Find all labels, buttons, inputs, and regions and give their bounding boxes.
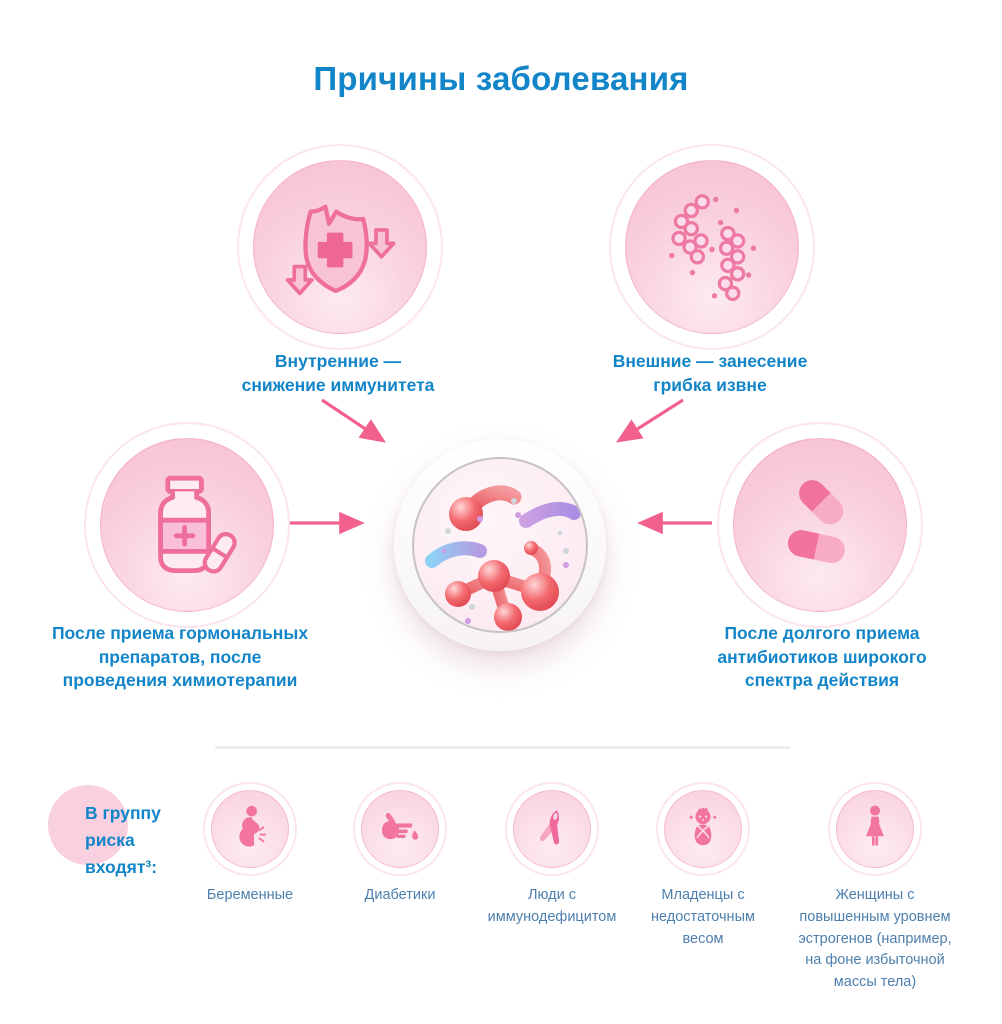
petri-dish-fill	[412, 457, 588, 633]
divider-line	[215, 746, 790, 749]
risk-item-pregnant: Беременные	[165, 782, 335, 907]
petri-dish-circle	[394, 439, 606, 651]
cause-external-label: Внешние — занесение грибка извне	[612, 351, 808, 395]
risk-immunodeficiency-circle-fill	[513, 790, 591, 868]
risk-estrogen-label: Женщины с повышенным уровнем эстрогенов …	[798, 887, 952, 990]
risk-infants-circle-fill	[664, 790, 742, 868]
cause-antibiotics-label: После долгого приема антибиотиков широко…	[717, 623, 927, 691]
broken-shield-immunity-icon	[285, 204, 396, 296]
risk-group-heading: В группу риска входят³:	[85, 803, 161, 878]
cause-antibiotics-circle	[717, 422, 923, 628]
cause-internal-label: Внутренние — снижение иммунитета	[241, 351, 435, 395]
petri-dish-fungus-icon	[425, 485, 581, 631]
risk-immunodeficiency-circle	[505, 782, 599, 876]
risk-pregnant-label: Беременные	[206, 887, 294, 903]
cause-external-circle	[609, 144, 815, 350]
pregnant-woman-icon	[239, 805, 267, 847]
swaddled-baby-icon	[689, 807, 717, 846]
risk-item-estrogen-women: Женщины с повышенным уровнем эстрогенов …	[775, 782, 975, 994]
cause-hormones-label: После приема гормональных препаратов, по…	[51, 623, 309, 691]
risk-heading-decor-circle	[48, 785, 128, 865]
risk-diabetics-circle-fill	[361, 790, 439, 868]
risk-estrogen-circle	[828, 782, 922, 876]
page-title: Причины заболевания	[313, 60, 689, 97]
antibiotic-capsules-icon	[787, 480, 845, 564]
risk-item-infants: Младенцы с недостаточным весом	[618, 782, 788, 950]
cause-hormones-circle-fill	[100, 438, 274, 612]
risk-diabetics-label: Диабетики	[364, 887, 436, 903]
fungus-colonies-icon	[669, 194, 757, 302]
risk-infants-label: Младенцы с недостаточным весом	[651, 887, 755, 947]
woman-figure-icon	[866, 805, 884, 846]
cause-internal-circle	[237, 144, 443, 350]
cause-hormones-circle	[84, 422, 290, 628]
risk-estrogen-circle-fill	[836, 790, 914, 868]
risk-immunodeficiency-label: Люди с иммунодефицитом	[487, 887, 617, 925]
risk-item-diabetics: Диабетики	[315, 782, 485, 907]
cause-antibiotics-circle-fill	[733, 438, 907, 612]
risk-infants-circle	[656, 782, 750, 876]
diabetes-finger-drop-icon	[382, 813, 419, 840]
medicine-bottle-icon	[158, 475, 237, 574]
cause-external-circle-fill	[625, 160, 799, 334]
risk-item-immunodeficiency: Люди с иммунодефицитом	[467, 782, 637, 929]
risk-diabetics-circle	[353, 782, 447, 876]
cause-internal-circle-fill	[253, 160, 427, 334]
awareness-ribbon-icon	[540, 810, 560, 845]
risk-pregnant-circle-fill	[211, 790, 289, 868]
risk-pregnant-circle	[203, 782, 297, 876]
